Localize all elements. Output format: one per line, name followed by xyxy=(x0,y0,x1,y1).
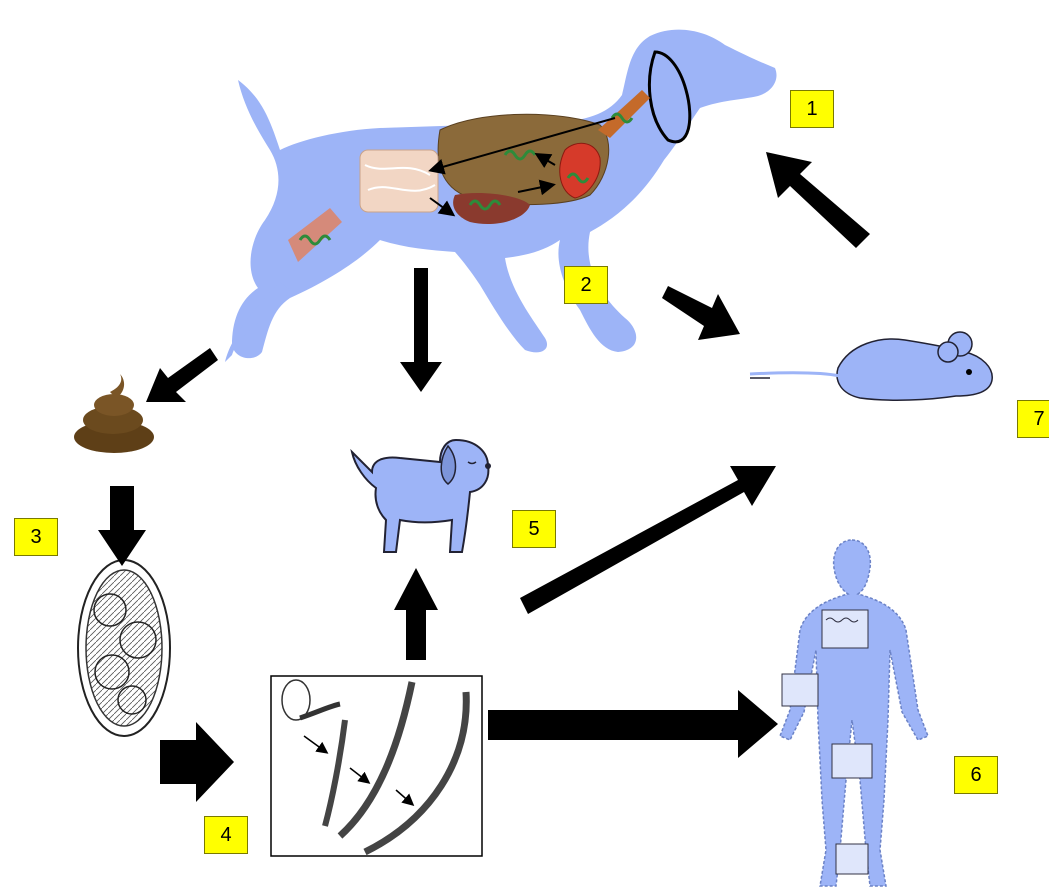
feces-pile xyxy=(74,374,154,453)
step-label-2: 2 xyxy=(564,266,608,304)
arrow-rodent-to-dog xyxy=(766,152,870,248)
arrow-larvae-to-mouse xyxy=(520,466,776,614)
larvae-micrograph xyxy=(271,676,482,856)
step-label-4: 4 xyxy=(204,816,248,854)
step-label-3: 3 xyxy=(14,518,58,556)
arrow-dog-to-feces xyxy=(146,348,218,402)
mouse-paratenic-host xyxy=(750,332,992,400)
human-silhouette xyxy=(780,540,928,886)
arrow-dog-to-puppy xyxy=(400,268,442,392)
step-label-7: 7 xyxy=(1017,400,1049,438)
arrow-larvae-to-human xyxy=(488,690,778,758)
embryonated-egg xyxy=(78,560,170,736)
step-label-5: 5 xyxy=(512,510,556,548)
arrow-larvae-to-puppy xyxy=(394,568,438,660)
step-label-6: 6 xyxy=(954,756,998,794)
arrow-dog-to-rodent xyxy=(662,286,740,340)
arrow-feces-to-egg xyxy=(98,486,146,566)
puppy xyxy=(352,440,491,552)
step-label-1: 1 xyxy=(790,90,834,128)
arrow-egg-to-larvae xyxy=(160,722,234,802)
